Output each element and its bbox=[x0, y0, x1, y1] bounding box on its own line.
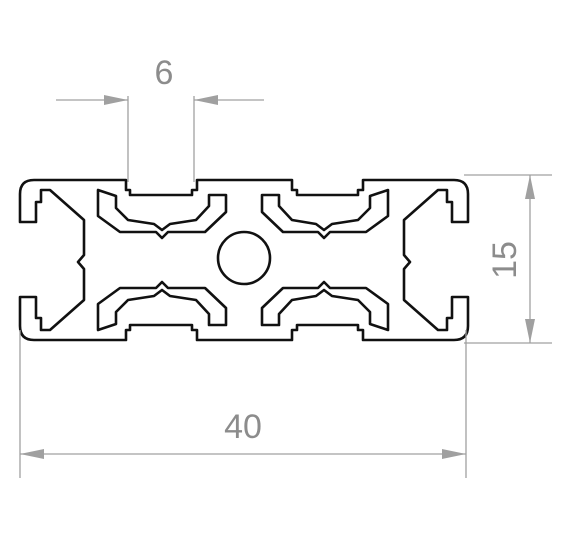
slot-cavity-top-right bbox=[260, 188, 390, 240]
height-label: 15 bbox=[486, 241, 524, 279]
slot-cavity-bottom-left bbox=[96, 280, 228, 332]
width-arrow-right bbox=[442, 449, 466, 459]
slot-width-label: 6 bbox=[155, 54, 174, 92]
slot-arrow-left bbox=[104, 95, 128, 105]
slot-cavity-top-left bbox=[96, 188, 228, 240]
width-arrow-left bbox=[20, 449, 44, 459]
height-arrow-top bbox=[525, 175, 535, 199]
slot-cavity-bottom-right bbox=[260, 280, 390, 332]
width-label: 40 bbox=[224, 408, 262, 446]
height-arrow-bottom bbox=[525, 319, 535, 343]
slot-arrow-right bbox=[194, 95, 218, 105]
center-bore bbox=[216, 230, 272, 286]
